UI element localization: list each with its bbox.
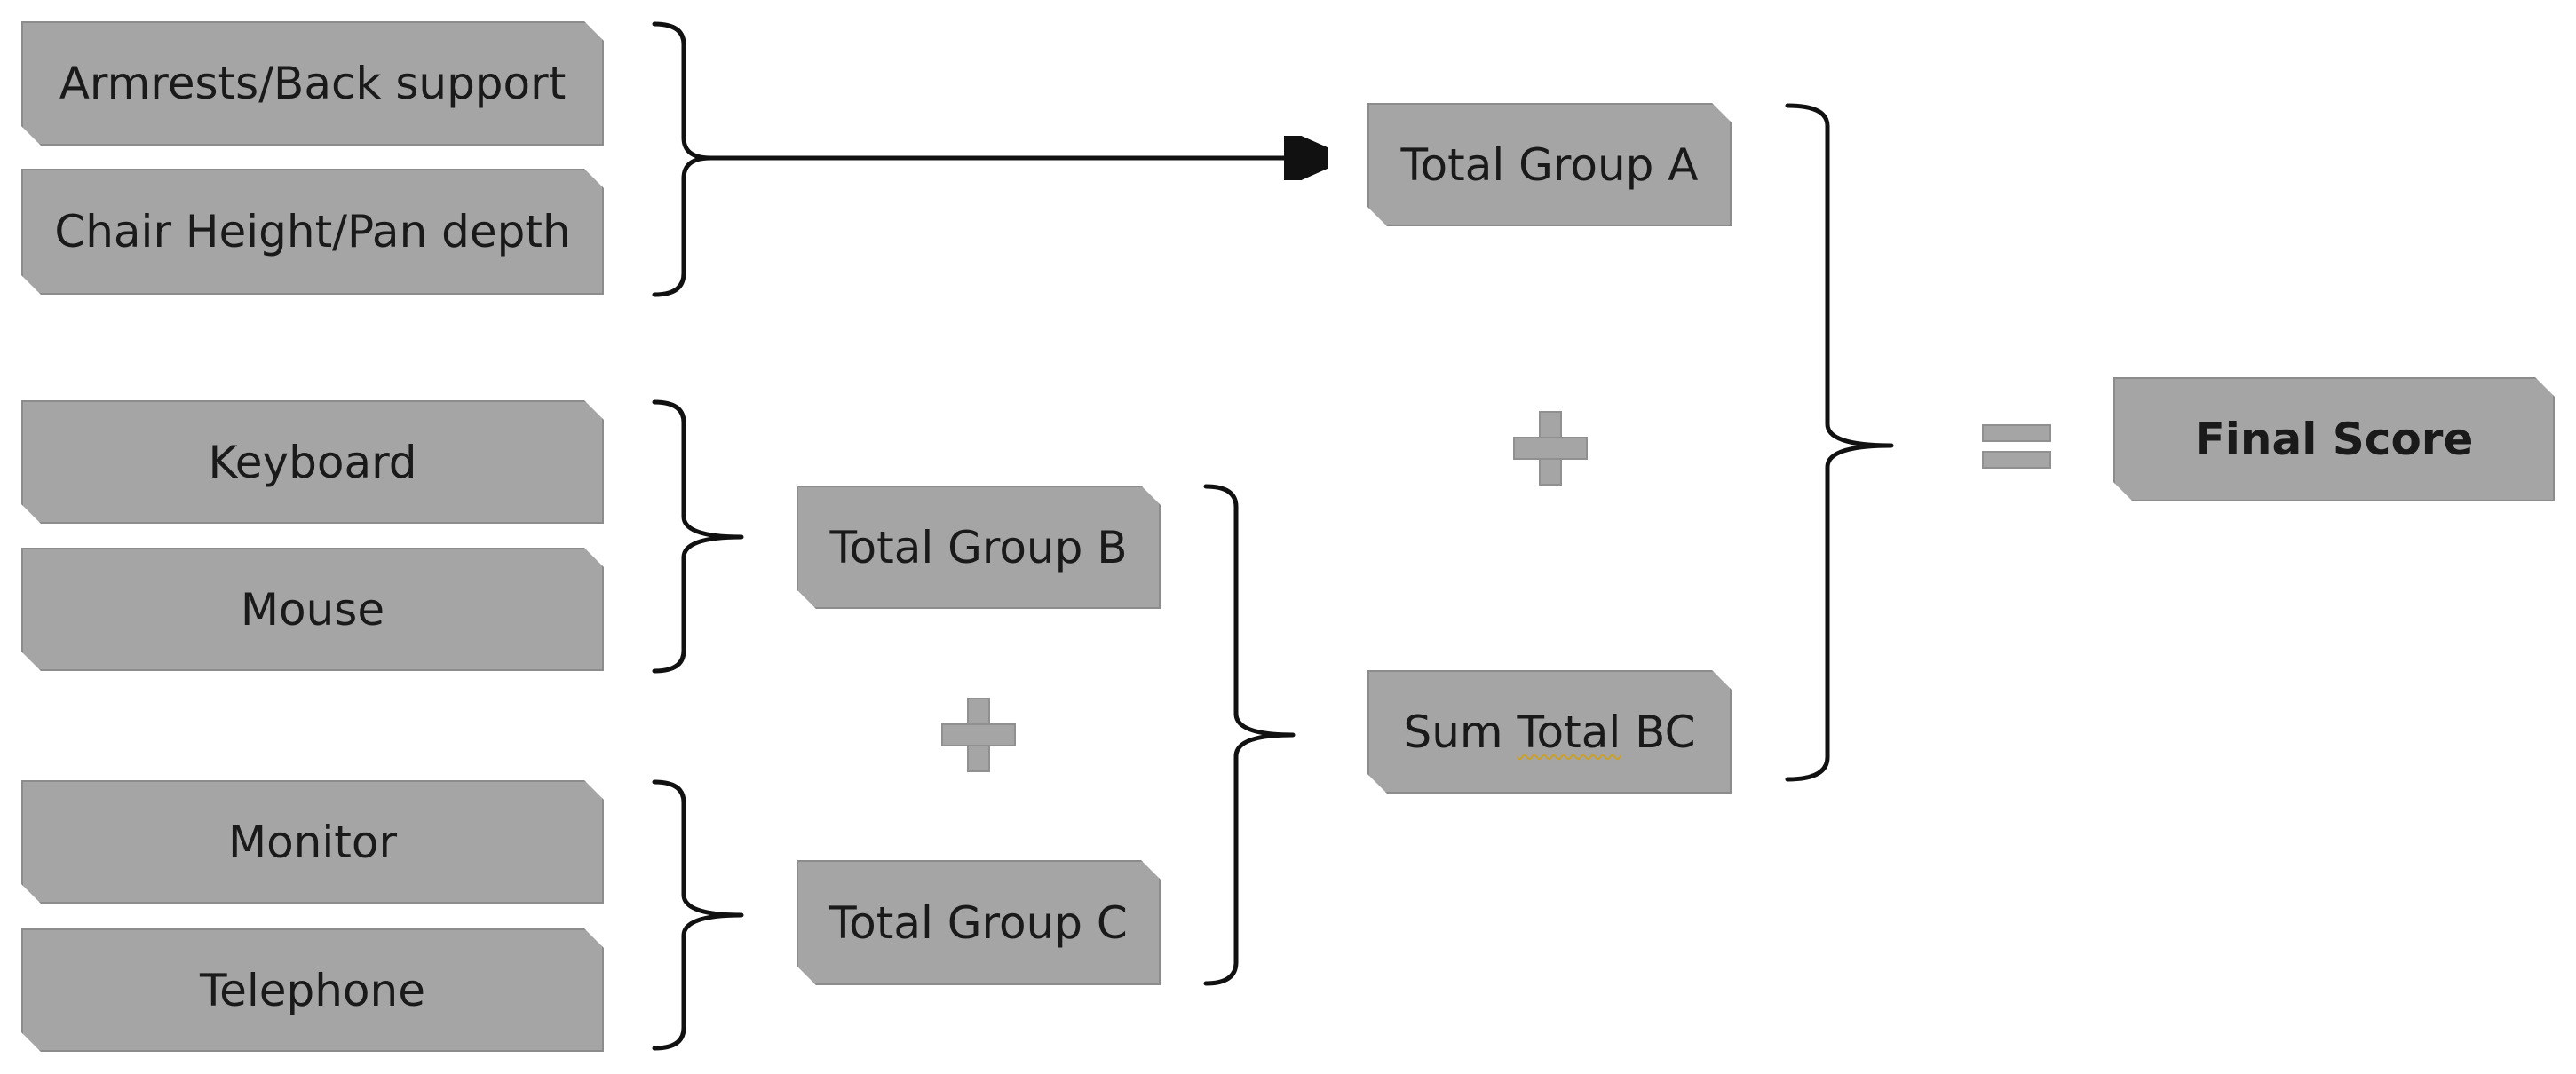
item-telephone: Telephone [21,928,604,1052]
brace-group-b [652,399,744,674]
item-monitor: Monitor [21,780,604,904]
brace-group-bc [1203,484,1296,986]
final-score: Final Score [2113,377,2555,501]
item-keyboard: Keyboard [21,400,604,524]
brace-group-c [652,779,744,1051]
plus-icon-horizontal [1513,437,1588,460]
total-group-c: Total Group C [797,860,1161,985]
item-mouse: Mouse [21,548,604,671]
sum-total-bc: Sum Total BC [1367,670,1732,794]
sum-total-bc-prefix: Sum [1403,706,1518,758]
plus-icon-horizontal [941,723,1016,746]
total-group-a: Total Group A [1367,103,1732,226]
brace-group-a [652,21,713,297]
plus-icon [1513,411,1588,486]
equals-icon-bottom-bar [1982,451,2051,469]
item-chair-height-pan-depth: Chair Height/Pan depth [21,169,604,295]
item-armrests-back-support: Armrests/Back support [21,21,604,146]
total-group-b: Total Group B [797,486,1161,609]
equals-icon [1982,424,2051,470]
equals-icon-top-bar [1982,424,2051,442]
sum-total-bc-underlined: Total [1517,706,1621,758]
brace-final [1785,103,1894,782]
plus-icon [941,698,1016,772]
sum-total-bc-suffix: BC [1621,706,1696,758]
